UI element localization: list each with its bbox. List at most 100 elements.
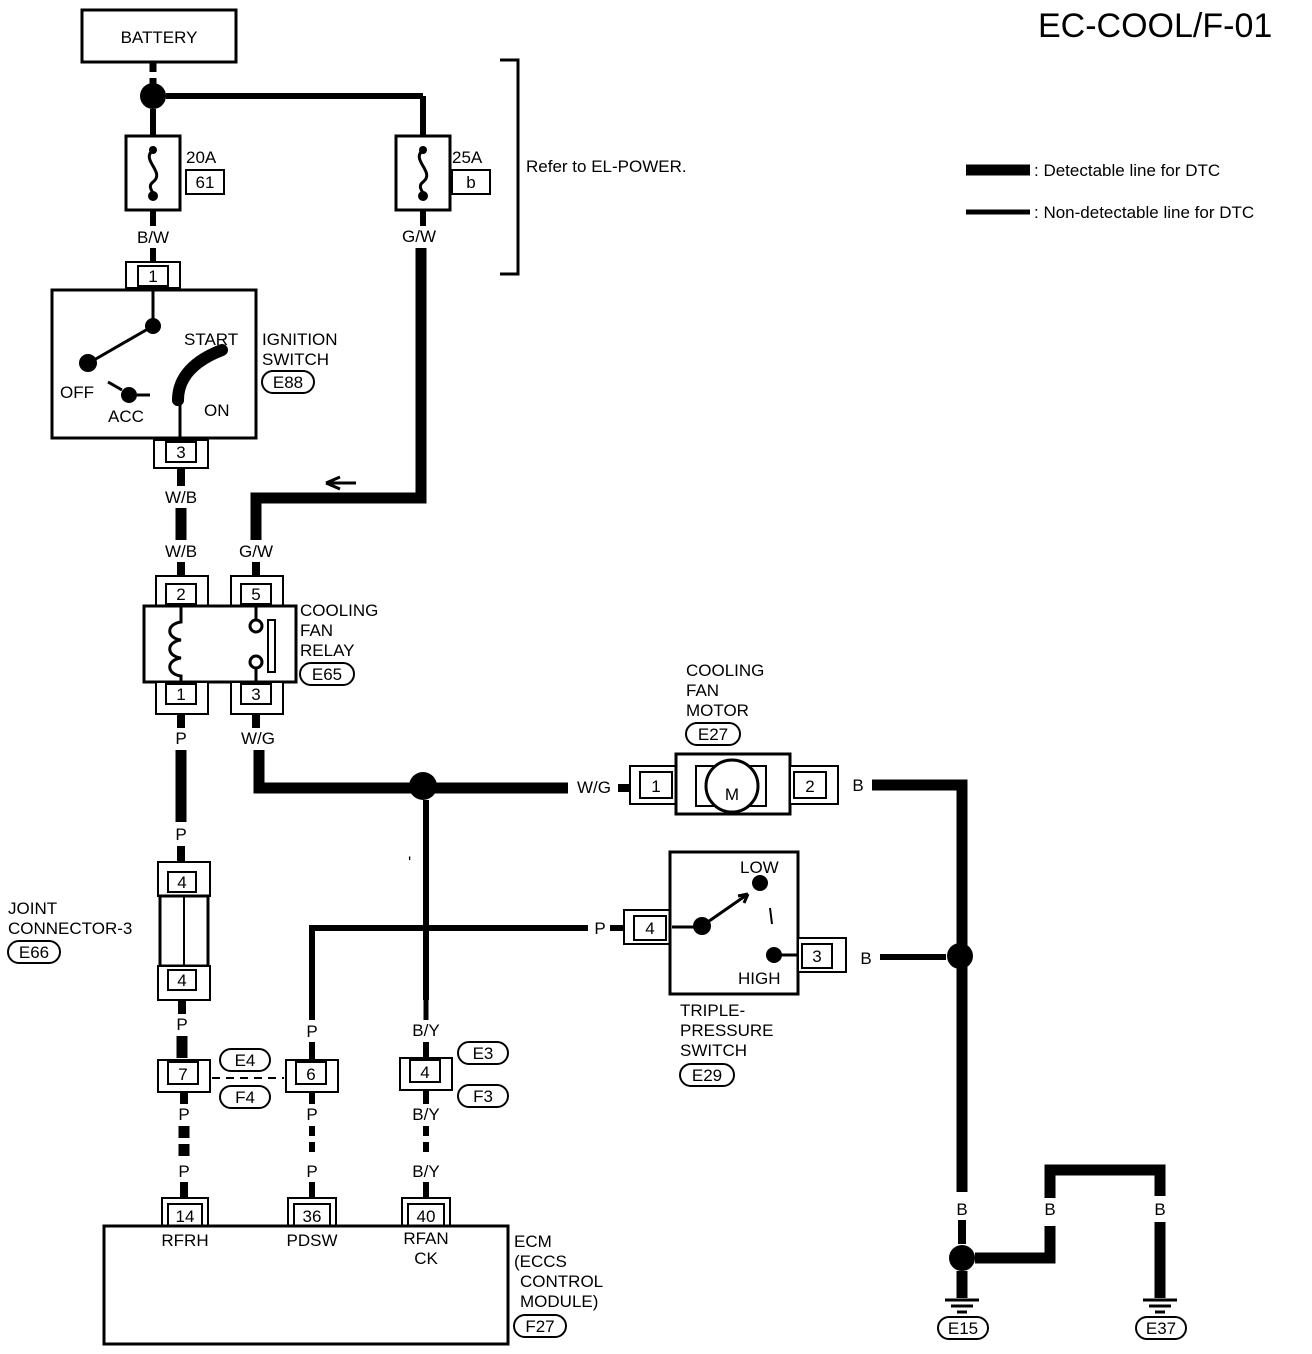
e3-code: E3	[473, 1044, 494, 1063]
wire-label-p-pin6-below: P	[306, 1105, 317, 1124]
switch-pin4-box	[633, 915, 667, 941]
motor-pin2: 2	[805, 777, 814, 796]
switch-arm-arrow-icon	[737, 892, 750, 904]
b-splice-lower	[949, 1245, 975, 1271]
ignition-pin3-box	[165, 441, 197, 463]
fuse-20a: 20A 61	[124, 134, 225, 212]
ignition-pos-off: OFF	[60, 383, 94, 402]
wire-label-by-mid: B/Y	[412, 1105, 439, 1124]
relay-contact-upper	[248, 618, 264, 634]
relay-code: E65	[312, 665, 342, 684]
wire-label-p-ecm36: P	[306, 1162, 317, 1181]
wire-label-p-ecm: P	[178, 1162, 189, 1181]
joint-name-1: JOINT	[8, 899, 57, 918]
wire-label-wg-motor: W/G	[577, 778, 611, 797]
wg-detectable-wire	[253, 750, 568, 794]
fuse-20a-rating: 20A	[186, 148, 217, 167]
relay-contact-lower	[248, 654, 264, 670]
wire-label-wb-relay: W/B	[165, 542, 197, 561]
ignition-start-on-arc	[172, 344, 228, 406]
joint-top-pin: 4	[177, 873, 186, 892]
wire-label-b-switch: B	[860, 949, 871, 968]
switch-pin4: 4	[645, 919, 654, 938]
ecm-name-4: MODULE)	[520, 1292, 598, 1311]
wire-label-b-e15: B	[956, 1200, 967, 1219]
ignition-pos-start: START	[184, 330, 238, 349]
ignition-acc-lead	[107, 380, 123, 392]
ecm: 14 36 40 RFRH PDSW RFAN CK ECM (ECCS CON…	[102, 1197, 603, 1346]
harness-connector-e3-f3: 4 E3 F3	[399, 1041, 509, 1108]
motor-pin1-box	[639, 771, 673, 799]
relay-pin2: 2	[176, 585, 185, 604]
relay-name-2: FAN	[300, 621, 333, 640]
ecm-pin14: 14	[176, 1207, 195, 1226]
wire-label-p-e4-top: P	[306, 1022, 317, 1041]
relay-name-3: RELAY	[300, 641, 355, 660]
relay-name-1: COOLING	[300, 601, 378, 620]
gw-detectable-wire	[250, 248, 427, 540]
relay-pin3-box	[240, 683, 272, 705]
b-detectable-wire-main	[872, 779, 968, 1192]
f4-code: F4	[235, 1088, 255, 1107]
ignition-acc-terminal	[121, 387, 137, 403]
ignition-pin1: 1	[148, 267, 157, 286]
ignition-pos-on: ON	[204, 401, 230, 420]
wire-label-by-ecm: B/Y	[412, 1162, 439, 1181]
joint-bottom-pin: 4	[177, 971, 186, 990]
wire-label-p-e4-below: P	[178, 1105, 189, 1124]
e3-pin4-box	[409, 1059, 441, 1083]
ecm-name-2: (ECCS	[514, 1252, 567, 1271]
fuse-20a-terminal-top	[149, 146, 157, 154]
switch-code: E29	[692, 1066, 722, 1085]
refer-note: Refer to EL-POWER.	[526, 157, 687, 176]
joint-top-pin-box	[167, 871, 197, 893]
ignition-pin1-box	[137, 265, 169, 287]
wire-label-wb-top: W/B	[165, 488, 197, 507]
motor-pin1: 1	[651, 777, 660, 796]
wire-label-by-top: B/Y	[412, 1021, 439, 1040]
wire-label-p-relay: P	[175, 729, 186, 748]
joint-bottom-pin-box	[167, 969, 197, 991]
wg-splice	[409, 772, 437, 800]
switch-high-label: HIGH	[738, 969, 781, 988]
e3-pin4: 4	[420, 1063, 429, 1082]
ignition-pos-acc: ACC	[108, 407, 144, 426]
ground-e37-badge	[1135, 1316, 1187, 1340]
wire-label-gw-top: G/W	[402, 227, 436, 246]
wire-label-p-switch: P	[594, 919, 605, 938]
e4-pin6: 6	[306, 1065, 315, 1084]
ignition-code-badge	[261, 370, 315, 394]
motor-name-2: FAN	[686, 681, 719, 700]
wire-label-p-joint-top: P	[175, 825, 186, 844]
ecm-pin40: 40	[417, 1207, 436, 1226]
ecm-terminal-pdsw: PDSW	[287, 1231, 338, 1250]
fuse-25a-terminal-bottom	[418, 191, 428, 201]
relay-pin1-box	[165, 683, 197, 705]
refer-bracket	[500, 58, 520, 276]
switch-body	[668, 850, 800, 996]
ignition-switch: 1 START OFF ACC ON IGNITION SWITCH E88 3	[50, 261, 338, 469]
ecm-terminal-rfan: RFAN	[403, 1229, 448, 1248]
wire-label-b-e37: B	[1154, 1200, 1165, 1219]
cooling-fan-motor: 1 M 2 COOLING FAN MOTOR E27	[629, 661, 839, 816]
motor-code-badge	[685, 722, 741, 746]
wire-label-bw: B/W	[137, 228, 169, 247]
b-splice-upper	[947, 943, 973, 969]
fuse-20a-id: 61	[196, 173, 215, 192]
current-direction-arrow-icon	[325, 475, 356, 491]
relay-pin3: 3	[251, 685, 260, 704]
ground-e37: E37	[1135, 1298, 1187, 1340]
motor-symbol: M	[725, 785, 739, 804]
f3-code: F3	[473, 1087, 493, 1106]
e4-pin6-box	[295, 1061, 327, 1085]
switch-name-1: TRIPLE-	[680, 1001, 745, 1020]
triple-pressure-switch: 4 LOW HIGH 3 TRIPLE- PRESSURE SWITCH E29	[623, 850, 847, 1087]
relay-pin2-box	[165, 583, 197, 605]
battery-splice	[140, 83, 166, 109]
switch-code-badge	[679, 1063, 735, 1087]
ecm-code: F27	[525, 1317, 554, 1336]
ground-e37-code: E37	[1146, 1319, 1176, 1338]
f4-badge	[219, 1085, 271, 1109]
ecm-body	[102, 1224, 510, 1346]
